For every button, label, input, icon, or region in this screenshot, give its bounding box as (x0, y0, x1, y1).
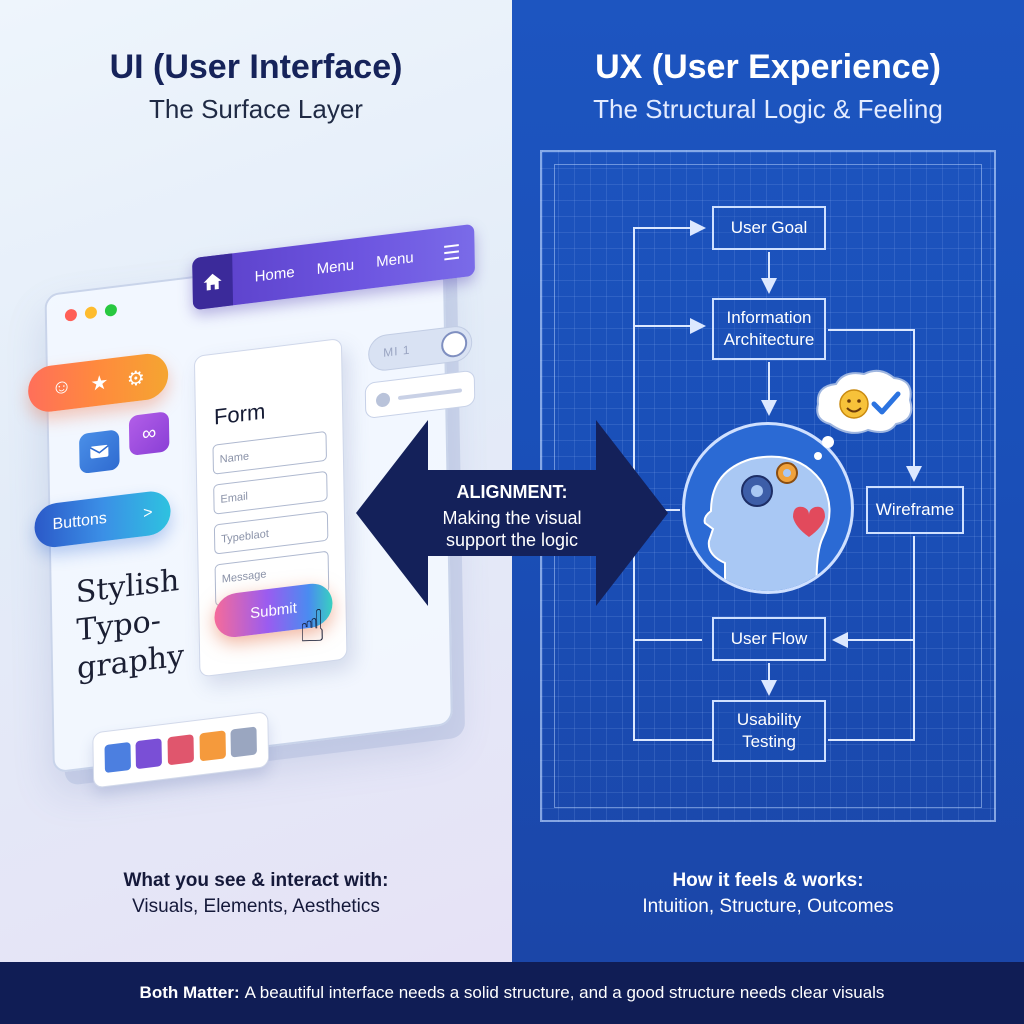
window-controls (64, 303, 118, 322)
usability-line-2: Testing (742, 732, 796, 751)
small-gear-icon (776, 462, 798, 484)
nav-item-menu-2: Menu (375, 248, 414, 271)
line-testing-to-wireframe (828, 640, 915, 741)
toggle-knob (440, 329, 468, 359)
nav-item-menu: Menu (316, 255, 355, 278)
flow-box-usability-testing: Usability Testing (712, 700, 826, 762)
gear-icon: ⚙ (126, 366, 146, 391)
alignment-line-2: support the logic (445, 530, 579, 550)
flow-box-user-goal: User Goal (712, 206, 826, 250)
flow-box-user-flow: User Flow (712, 617, 826, 661)
ux-caption-heading: How it feels & works: (672, 870, 864, 891)
arrow-wireframe-to-flow (832, 536, 915, 648)
info-arch-line-2: Architecture (723, 330, 815, 349)
home-icon (192, 253, 234, 311)
ux-title: UX (User Experience) (595, 48, 941, 86)
slider-track (397, 388, 463, 401)
form-field-email: Email (213, 470, 328, 515)
nav-item-home: Home (254, 263, 295, 286)
flow-box-information-architecture: Information Architecture (712, 298, 826, 360)
ui-title: UI (User Interface) (109, 48, 403, 86)
alignment-line-1: Making the visual (442, 508, 582, 528)
user-mind-circle (682, 422, 854, 594)
nav-bar-mockup: Home Menu Menu ☰ (192, 223, 476, 311)
maximize-dot-icon (104, 303, 118, 317)
ui-caption-heading: What you see & interact with: (123, 870, 389, 891)
chevron-right-icon: > (143, 504, 153, 523)
arrow-ia-to-wireframe (828, 329, 922, 482)
flow-box-wireframe: Wireframe (866, 486, 964, 534)
color-swatch (230, 726, 258, 758)
thought-bubble (814, 369, 913, 460)
ux-subtitle: The Structural Logic & Feeling (593, 94, 943, 124)
head-profile-icon (703, 455, 831, 591)
toggle-label: MI 1 (383, 342, 411, 360)
color-swatch (104, 741, 131, 774)
gear-icon (741, 475, 773, 507)
alignment-double-arrow (356, 420, 668, 606)
minimize-dot-icon (84, 305, 98, 320)
ux-caption: Intuition, Structure, Outcomes (642, 896, 894, 917)
color-swatch (167, 734, 194, 766)
checkmark-icon (871, 391, 901, 415)
footer-text: A beautiful interface needs a solid stru… (244, 983, 885, 1002)
form-title: Form (213, 398, 266, 430)
star-icon: ★ (90, 371, 109, 396)
happy-face-icon (839, 389, 869, 419)
smiley-icon: ☺ (51, 374, 73, 400)
alignment-description: Making the visual support the logic (416, 507, 608, 551)
form-field-name: Name (212, 430, 327, 475)
color-swatch (135, 738, 163, 770)
heart-icon (793, 506, 825, 537)
pointer-hand-icon: ☝ (298, 601, 327, 654)
info-arch-line-1: Information (726, 308, 812, 327)
hamburger-menu-icon: ☰ (442, 240, 461, 266)
link-icon: ∞ (128, 411, 170, 456)
ui-mockup-illustration: Home Menu Menu ☰ MI 1 ☺ ★ ⚙ ∞ Buttons > … (0, 0, 512, 962)
radio-dot-icon (375, 392, 391, 408)
ui-subtitle: The Surface Layer (149, 94, 363, 124)
color-swatch (199, 730, 226, 762)
typography-sample: Stylish Typo- graphy (75, 560, 197, 688)
form-field-typeblaot: Typeblaot (213, 510, 329, 555)
footer-banner: Both Matter: A beautiful interface needs… (0, 962, 1024, 1024)
mail-icon (79, 429, 120, 475)
usability-line-1: Usability (736, 710, 802, 729)
ui-caption: Visuals, Elements, Aesthetics (132, 896, 380, 917)
alignment-title: ALIGNMENT: (456, 482, 568, 502)
alignment-label: ALIGNMENT: Making the visual support the… (416, 482, 608, 551)
footer-heading: Both Matter: (139, 983, 240, 1002)
ux-panel: UX (User Experience) The Structural Logi… (512, 0, 1024, 962)
close-dot-icon (64, 308, 78, 322)
buttons-label: Buttons (52, 509, 107, 534)
